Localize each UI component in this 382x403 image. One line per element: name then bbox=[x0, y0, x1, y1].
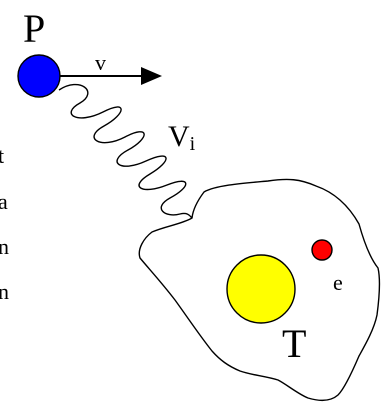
nucleus-circle bbox=[226, 254, 296, 324]
velocity-arrowhead bbox=[141, 67, 162, 85]
electron-label: e bbox=[333, 270, 343, 295]
projectile-circle bbox=[17, 54, 61, 98]
interaction-label: Vi bbox=[168, 120, 196, 155]
interaction-label-main: V bbox=[168, 120, 190, 153]
interaction-wave bbox=[58, 84, 193, 219]
target-outline bbox=[138, 178, 381, 401]
projectile-label: P bbox=[23, 6, 45, 51]
velocity-label: v bbox=[95, 50, 106, 75]
clipped-text-line-3: n bbox=[0, 234, 9, 259]
target-label: T bbox=[282, 321, 306, 366]
interaction-label-subscript: i bbox=[190, 133, 196, 155]
electron-circle bbox=[311, 239, 333, 261]
clipped-text-line-4: n bbox=[0, 279, 9, 304]
clipped-text-line-1: t bbox=[0, 143, 4, 168]
clipped-text-line-2: a bbox=[0, 189, 8, 214]
